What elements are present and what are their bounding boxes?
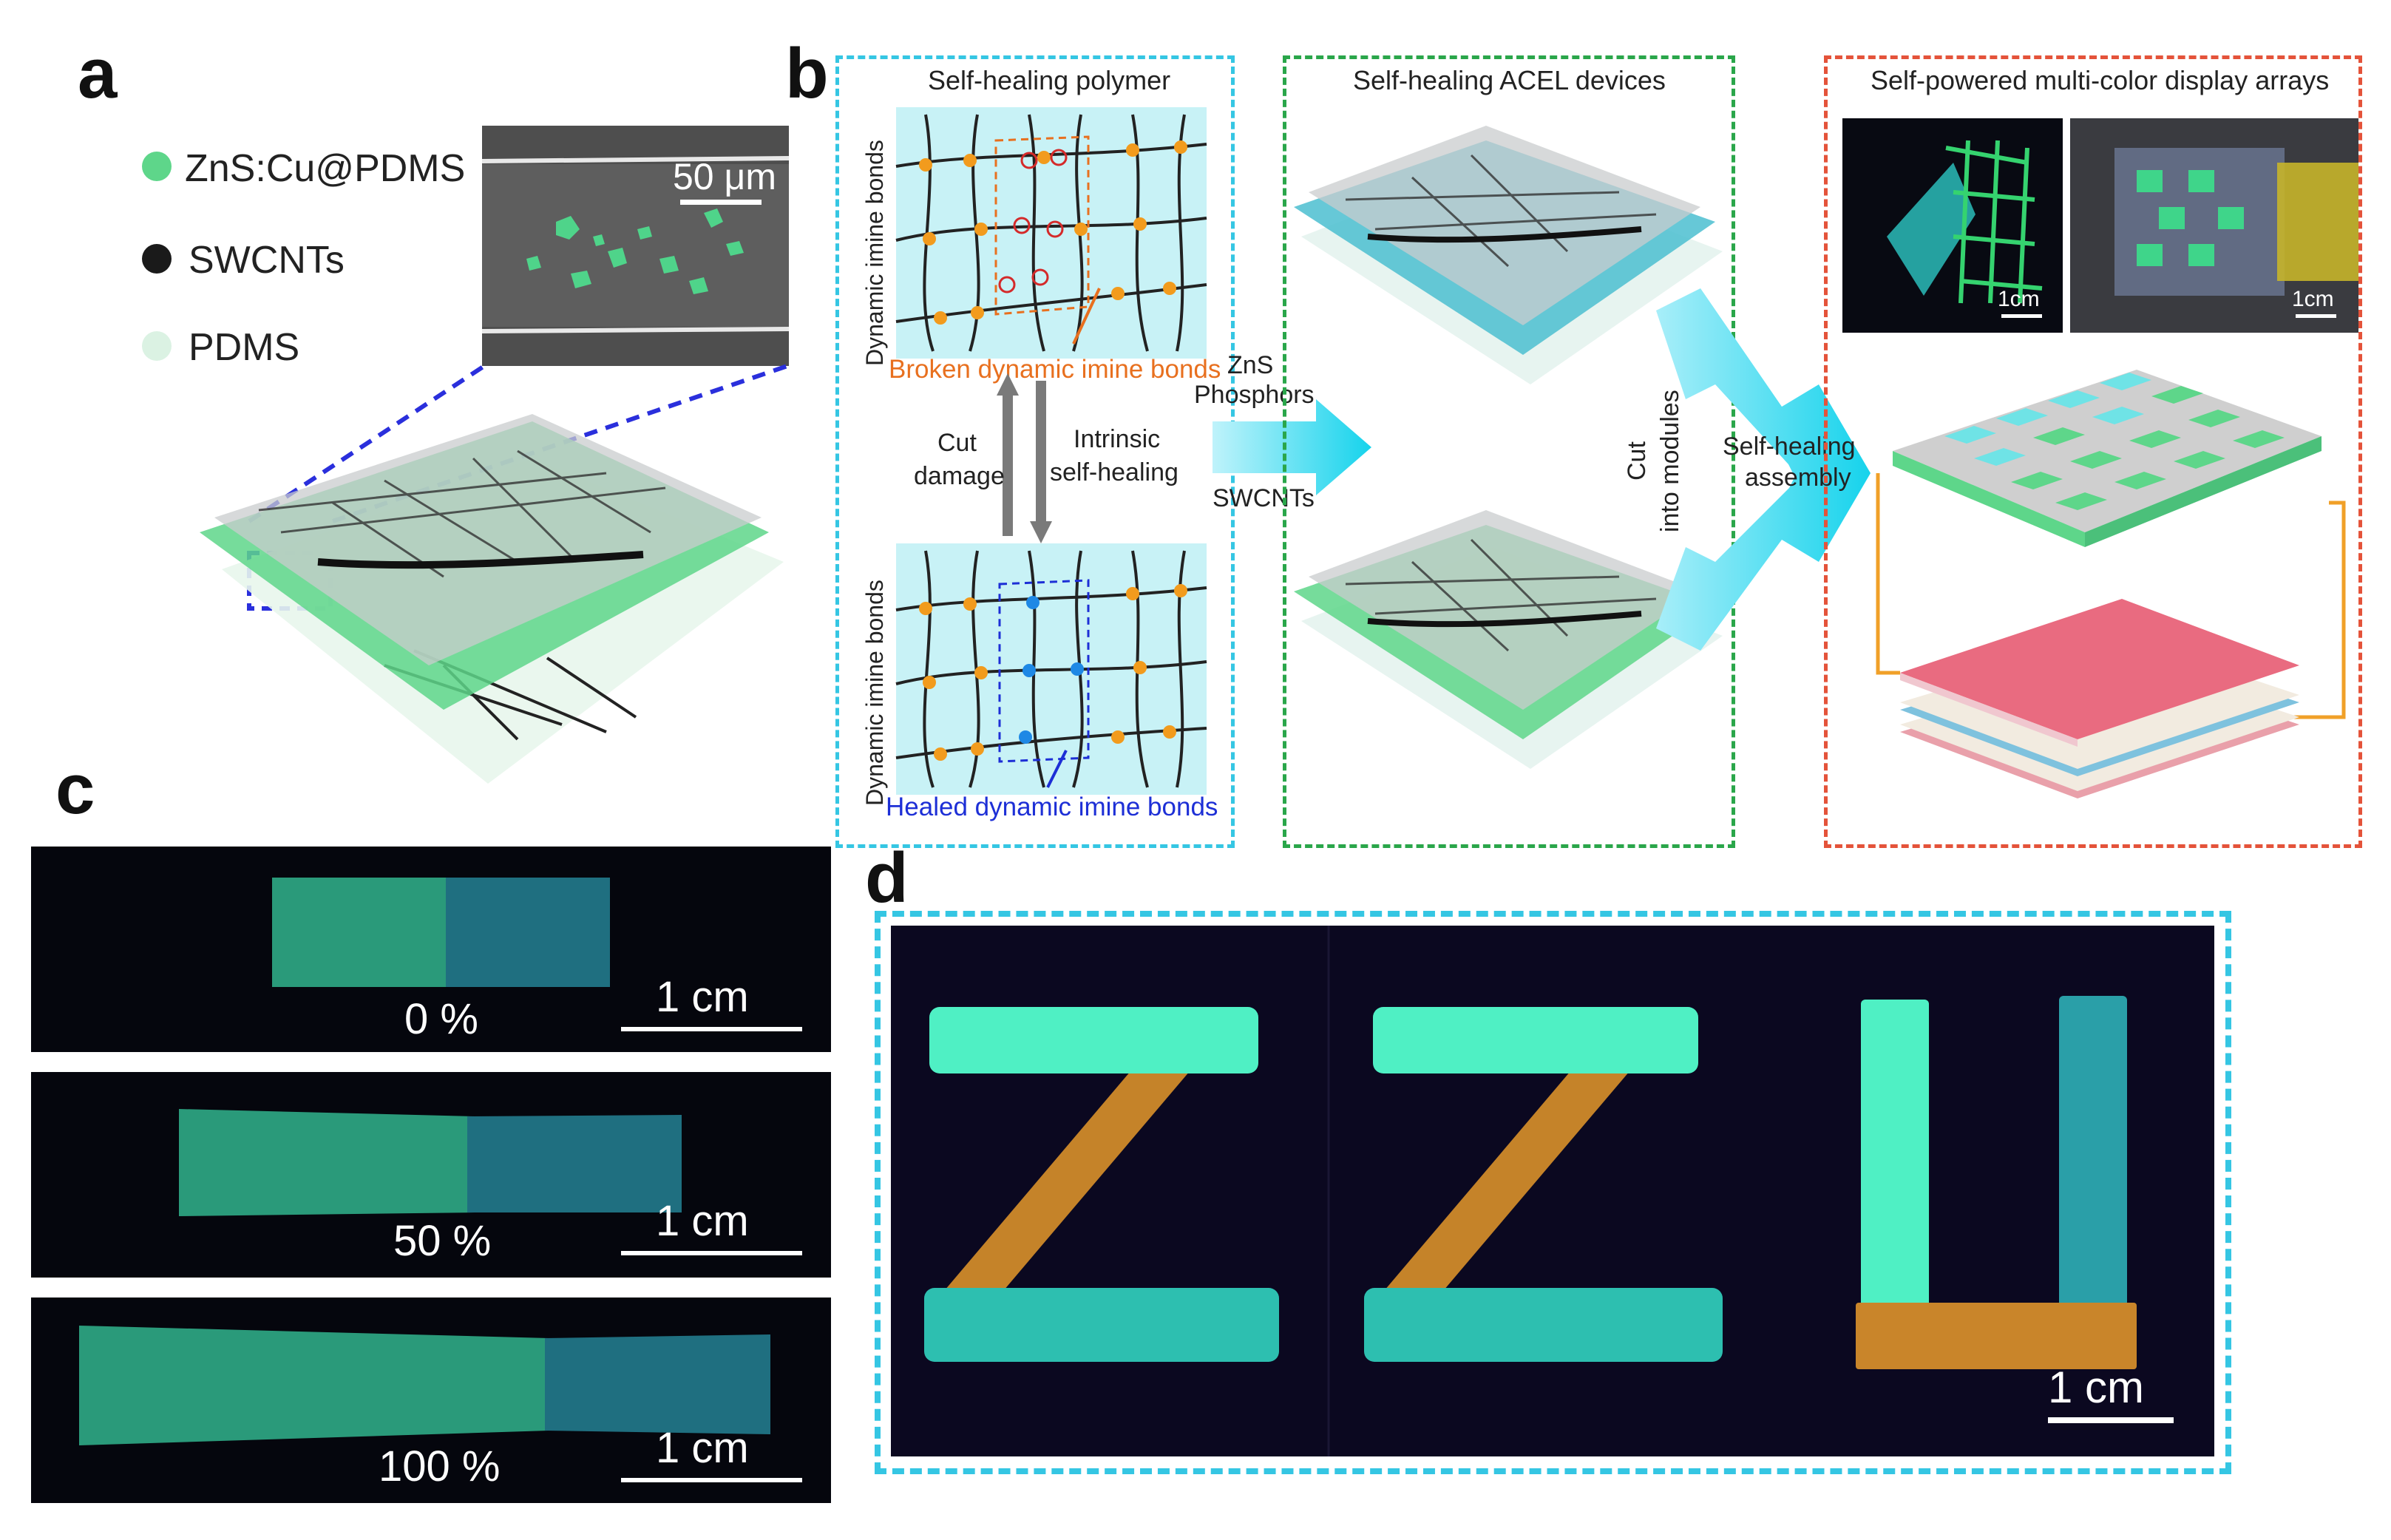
zns-label-line1: ZnS — [1227, 351, 1274, 379]
display-photo-1-drawing — [1887, 140, 2043, 304]
strip-50-scale-label: 1 cm — [656, 1197, 749, 1245]
healed-bonds-label: Healed dynamic imine bonds — [886, 793, 1218, 821]
panel-b-letter: b — [785, 34, 829, 113]
strip-100-drawing — [79, 1326, 770, 1445]
polymer-network-intact — [895, 107, 1207, 359]
strip-100-strain-label: 100 % — [379, 1442, 501, 1490]
sem-inset-image: 50 μm — [481, 126, 790, 366]
letter-u — [1856, 996, 2137, 1369]
cut-label-line2: damage — [914, 462, 1005, 490]
panel-c-letter: c — [55, 750, 95, 829]
side-label-top: Dynamic imine bonds — [861, 140, 888, 366]
swcnts-arrow-label: SWCNTs — [1213, 484, 1315, 512]
side-label-bottom: Dynamic imine bonds — [861, 580, 888, 806]
assembly-label-line1: Self-healing — [1723, 433, 1856, 461]
polymer-network-healed-drawing — [895, 550, 1207, 788]
cut-label-line1: Cut — [937, 429, 977, 457]
sem-inset-drawing — [481, 126, 790, 366]
display-photo-2: 1cm — [2070, 118, 2358, 333]
legend-dot-swcnts — [142, 244, 172, 274]
sem-scale-bar — [680, 200, 762, 205]
display-photo-1: 1cm — [1842, 118, 2063, 333]
zns-label-line2: Phosphors — [1194, 381, 1315, 409]
cut-modules-line1: Cut — [1623, 441, 1651, 481]
legend-label-zns: ZnS:Cu@PDMS — [185, 147, 466, 190]
array-pixels — [1944, 373, 2285, 510]
strip-100-scale-label: 1 cm — [656, 1424, 749, 1472]
arrays-section-title: Self-powered multi-color display arrays — [1871, 65, 2330, 95]
assembly-arrows — [1656, 288, 1871, 651]
strip-0-strain-label: 0 % — [404, 995, 478, 1043]
panel-a-letter: a — [78, 34, 118, 113]
cut-modules-line2: into modules — [1656, 390, 1684, 532]
strip-50-drawing — [179, 1109, 682, 1216]
strip-0-scale-label: 1 cm — [656, 973, 749, 1021]
display-arrays-box — [1824, 55, 2362, 848]
heal-label-line1: Intrinsic — [1074, 425, 1161, 453]
panel-d-letter: d — [865, 838, 909, 917]
polymer-network-intact-drawing — [895, 114, 1207, 352]
polymer-network-healed — [895, 543, 1207, 795]
legend-dot-pdms — [142, 331, 172, 361]
legend-dot-zns — [142, 152, 172, 181]
strip-50-scale-bar — [621, 1251, 802, 1255]
legend-label-swcnts: SWCNTs — [189, 239, 345, 282]
letter-z-2 — [1364, 1007, 1723, 1362]
strip-0-green-segment — [272, 878, 446, 987]
photo-1-scale-bar — [2001, 314, 2042, 318]
legend-label-pdms: PDMS — [189, 326, 300, 369]
letter-z-1 — [924, 1007, 1279, 1362]
display-photo-2-drawing — [2070, 118, 2358, 333]
stretch-strip-100: 100 % 1 cm — [31, 1298, 831, 1503]
heal-label-line2: self-healing — [1050, 458, 1178, 486]
polymer-section-title: Self-healing polymer — [928, 65, 1171, 95]
photo-2-scale-label: 1cm — [2292, 287, 2334, 311]
strip-50-strain-label: 50 % — [393, 1217, 492, 1265]
panel-d-scale-bar — [2048, 1417, 2174, 1423]
self-healing-acel-box — [1283, 55, 1735, 848]
strip-0-blue-segment — [446, 878, 610, 987]
acel-devices-illustration — [1294, 126, 1723, 769]
stretch-strip-0: 0 % 1 cm — [31, 847, 831, 1052]
sem-scale-label: 50 μm — [673, 156, 776, 197]
panel-d-frame — [875, 911, 2231, 1474]
display-array-illustration — [1876, 370, 2346, 798]
panel-d-scale-label: 1 cm — [2048, 1363, 2145, 1412]
zju-letters-photo: 1 cm — [891, 926, 2214, 1456]
assembly-label-line2: assembly — [1745, 464, 1851, 492]
devices-section-title: Self-healing ACEL devices — [1353, 65, 1666, 95]
cut-heal-arrows — [997, 373, 1052, 543]
photo-1-scale-label: 1cm — [1998, 287, 2040, 311]
photo-2-scale-bar — [2296, 314, 2336, 318]
arrow-to-devices — [1213, 399, 1371, 495]
stretch-strip-50: 50 % 1 cm — [31, 1072, 831, 1278]
strip-100-scale-bar — [621, 1478, 802, 1482]
zju-letters-drawing — [891, 926, 2214, 1456]
broken-bonds-label: Broken dynamic imine bonds — [889, 355, 1221, 384]
strip-0-scale-bar — [621, 1027, 802, 1031]
